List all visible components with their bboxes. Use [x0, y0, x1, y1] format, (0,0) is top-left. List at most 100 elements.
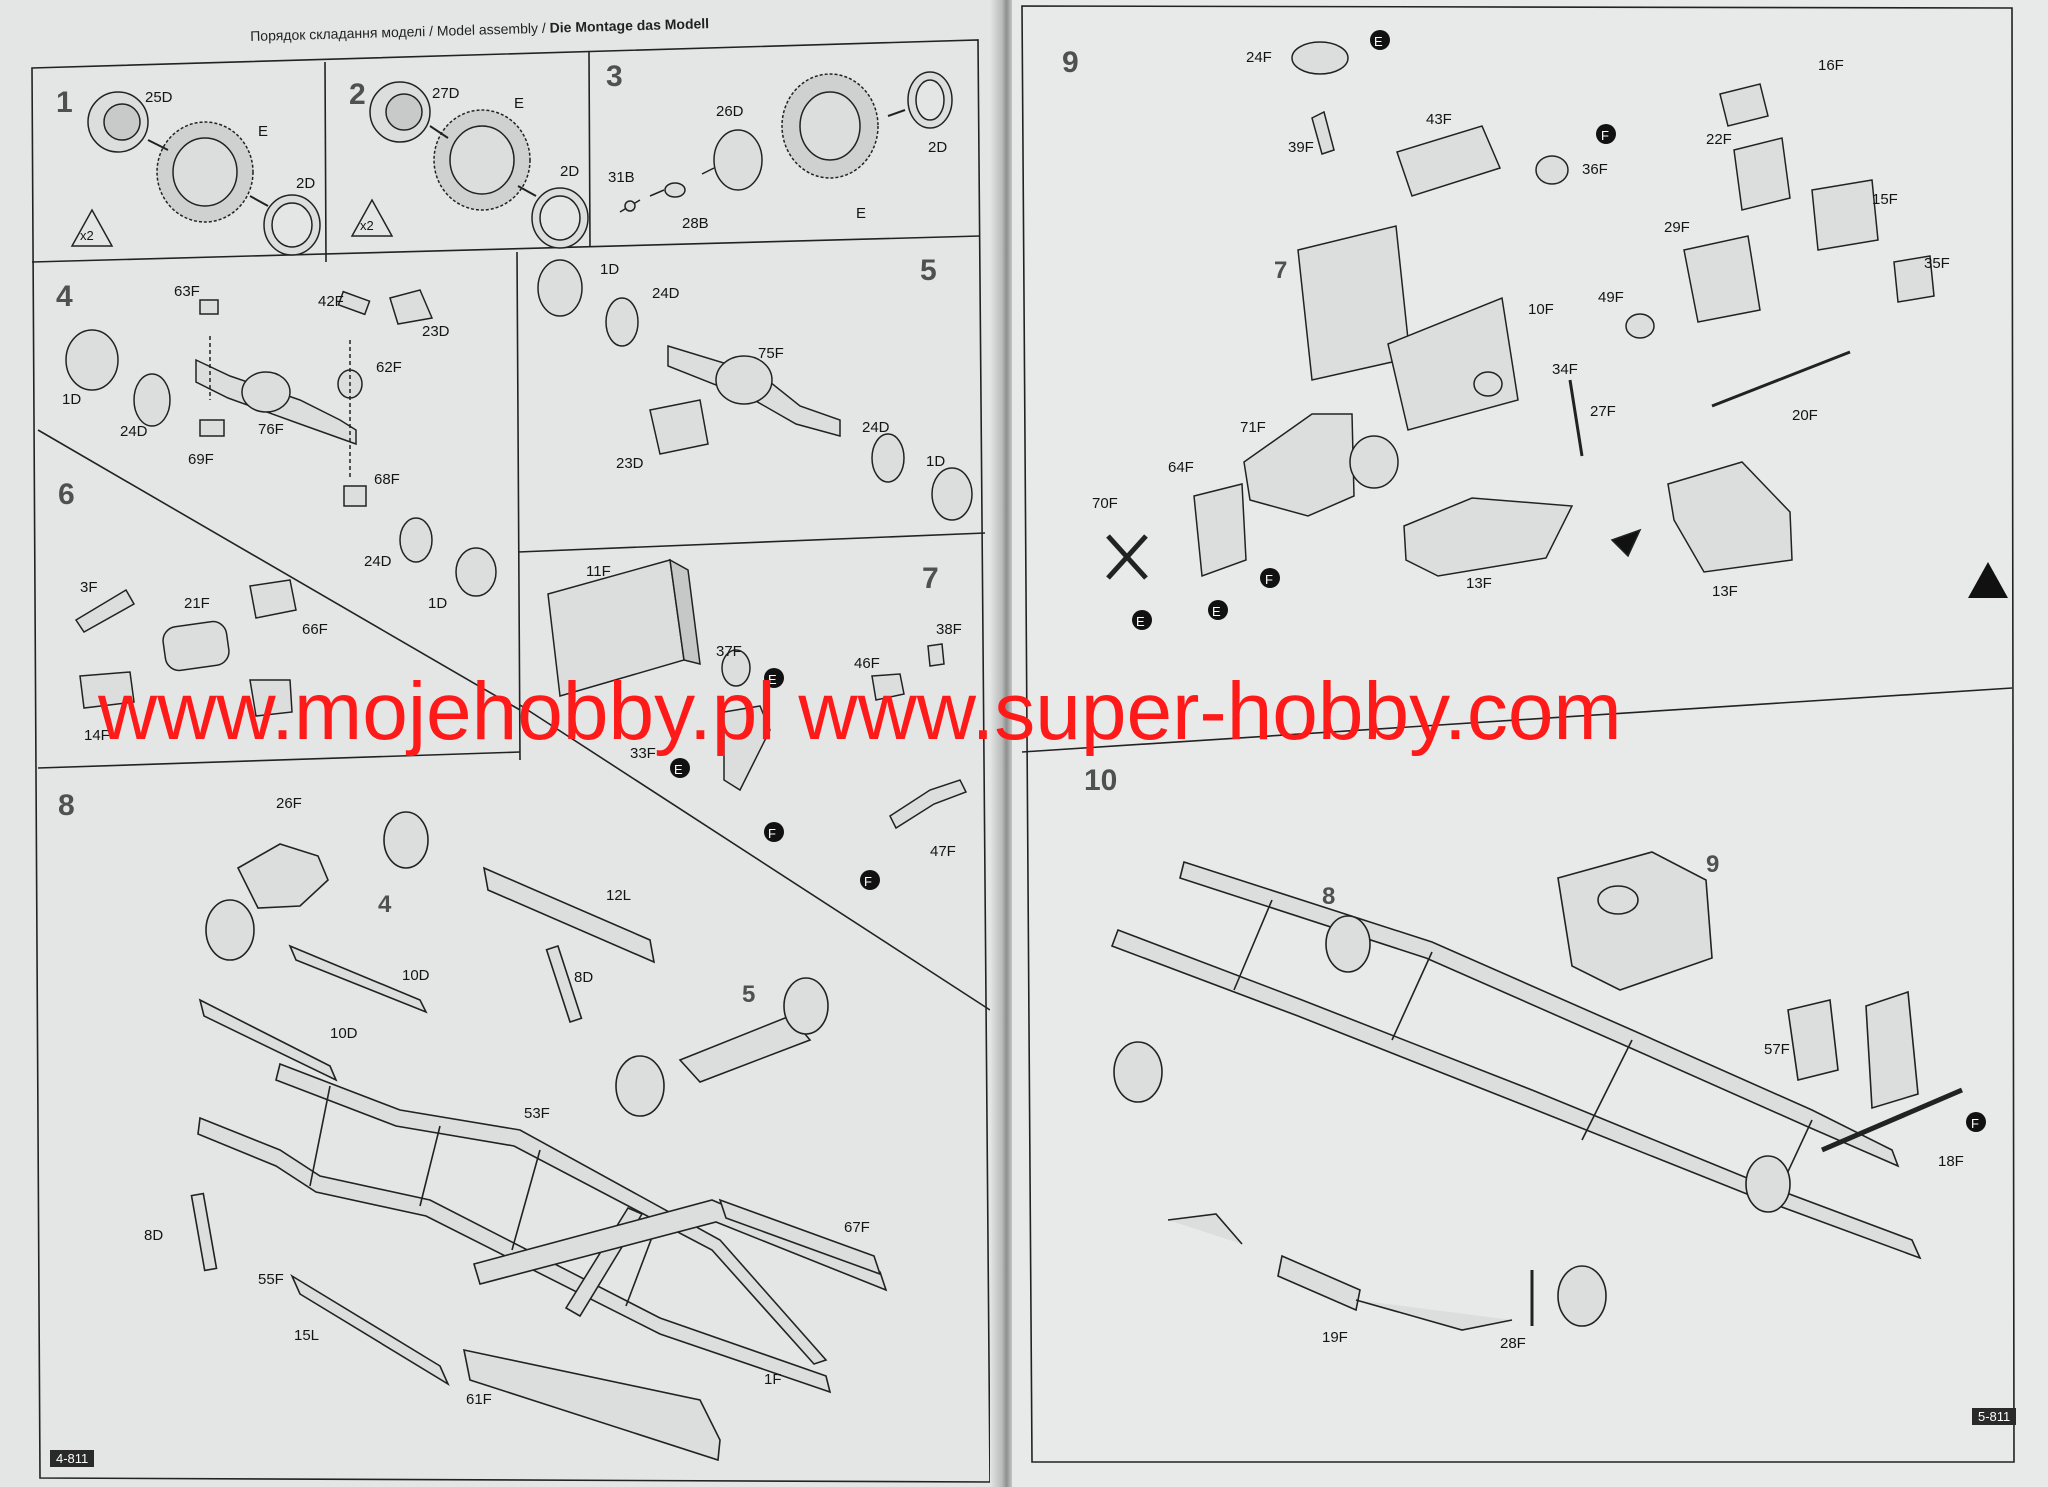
part-25D: 25D: [145, 89, 173, 106]
part-E: E: [856, 205, 866, 222]
part-E: E: [258, 123, 268, 140]
svg-text:F: F: [864, 874, 872, 889]
step-8-chassis-diagram: [190, 811, 888, 1462]
part-1D: 1D: [62, 391, 81, 408]
part-23D: 23D: [616, 455, 644, 472]
part-63F: 63F: [174, 283, 200, 300]
sprue-badges-left: E E F F: [670, 668, 880, 890]
part-22F: 22F: [1706, 131, 1732, 148]
part-21F: 21F: [184, 595, 210, 612]
part-67F: 67F: [844, 1219, 870, 1236]
step-5-axle-diagram: [537, 259, 973, 521]
part-13F: 13F: [1712, 583, 1738, 600]
left-page: Порядок складання моделі / Model assembl…: [0, 0, 1006, 1487]
divider-7-8: [519, 704, 991, 1011]
part-1D: 1D: [428, 595, 447, 612]
part-47F: 47F: [930, 843, 956, 860]
part-24D: 24D: [862, 419, 890, 436]
divider-row3: [37, 751, 521, 769]
caution-triangle-icon: [1968, 562, 2008, 598]
step-1-wheel-diagram: [70, 91, 321, 256]
step-1-number: 1: [56, 86, 73, 119]
svg-text:E: E: [1136, 614, 1145, 629]
step-3-wheel-diagram: [619, 71, 953, 213]
svg-text:E: E: [1212, 604, 1221, 619]
step-6-number: 6: [58, 478, 75, 511]
part-15F: 15F: [1872, 191, 1898, 208]
part-68F: 68F: [374, 471, 400, 488]
part-46F: 46F: [854, 655, 880, 672]
left-page-diagrams: 1 2 3 4 5 6 7 8 4 5 25D E 2D x2: [31, 39, 991, 1483]
step-4-axle-diagram: [65, 289, 497, 597]
right-page-diagrams: 9 7 10 8 9: [1021, 5, 2015, 1463]
part-24D: 24D: [364, 553, 392, 570]
svg-text:F: F: [1971, 1116, 1979, 1131]
part-27F: 27F: [1590, 403, 1616, 420]
divider-2-3: [588, 51, 591, 247]
step-5-number: 5: [920, 254, 937, 287]
part-64F: 64F: [1168, 459, 1194, 476]
part-19F: 19F: [1322, 1329, 1348, 1346]
part-10D: 10D: [330, 1025, 358, 1042]
step-7-number: 7: [922, 562, 939, 595]
part-75F: 75F: [758, 345, 784, 362]
part-76F: 76F: [258, 421, 284, 438]
part-1D: 1D: [600, 261, 619, 278]
part-43F: 43F: [1426, 111, 1452, 128]
part-2D: 2D: [296, 175, 315, 192]
step-9-ref-7: 7: [1274, 257, 1287, 284]
page-number-left: 4-811: [50, 1450, 95, 1467]
step-8-ref-4: 4: [378, 891, 392, 918]
part-1D: 1D: [926, 453, 945, 470]
part-69F: 69F: [188, 451, 214, 468]
part-33F: 33F: [630, 745, 656, 762]
divider-row1: [31, 235, 981, 263]
divider-4-6: [37, 429, 521, 711]
part-14F: 14F: [84, 727, 110, 744]
part-2D: 2D: [928, 139, 947, 156]
svg-text:F: F: [768, 826, 776, 841]
watermark-text: www.mojehobby.pl www.super-hobby.com: [98, 666, 1622, 757]
part-29F: 29F: [1664, 219, 1690, 236]
part-28B: 28B: [682, 215, 709, 232]
page-number-right: 5-811: [1972, 1408, 2017, 1425]
part-37F: 37F: [716, 643, 742, 660]
part-27D: 27D: [432, 85, 460, 102]
step-2-multiplier: x2: [360, 218, 374, 233]
part-11F: 11F: [586, 563, 611, 580]
part-42F: 42F: [318, 293, 344, 310]
part-66F: 66F: [302, 621, 328, 638]
svg-text:E: E: [1374, 34, 1383, 49]
step-8-ref-5: 5: [742, 981, 755, 1008]
sprue-badges-right: E F F E E F: [1132, 30, 1986, 1132]
right-frame: [1021, 5, 2015, 1463]
part-61F: 61F: [466, 1391, 492, 1408]
part-12L: 12L: [606, 887, 631, 904]
divider-5-7: [517, 532, 986, 553]
part-10F: 10F: [1528, 301, 1554, 318]
svg-text:F: F: [1601, 128, 1609, 143]
part-1F: 1F: [764, 1371, 782, 1388]
step-10-ref-9: 9: [1706, 851, 1719, 878]
step-9-engine-diagram: [1106, 41, 1935, 580]
part-39F: 39F: [1288, 139, 1314, 156]
part-8D: 8D: [574, 969, 593, 986]
part-31B: 31B: [608, 169, 635, 186]
step-2-wheel-diagram: [350, 81, 589, 249]
part-62F: 62F: [376, 359, 402, 376]
step-10-ref-8: 8: [1322, 883, 1335, 910]
part-20F: 20F: [1792, 407, 1818, 424]
part-18F: 18F: [1938, 1153, 1964, 1170]
part-2D: 2D: [560, 163, 579, 180]
divider-4-5: [516, 251, 521, 761]
step-7-engine-diagram: [547, 558, 968, 830]
part-53F: 53F: [524, 1105, 550, 1122]
part-10D: 10D: [402, 967, 430, 984]
part-71F: 71F: [1240, 419, 1266, 436]
step-2-number: 2: [349, 78, 366, 111]
part-26D: 26D: [716, 103, 744, 120]
part-23D: 23D: [422, 323, 450, 340]
step-3-number: 3: [606, 60, 623, 93]
part-70F: 70F: [1092, 495, 1118, 512]
part-24D: 24D: [120, 423, 148, 440]
